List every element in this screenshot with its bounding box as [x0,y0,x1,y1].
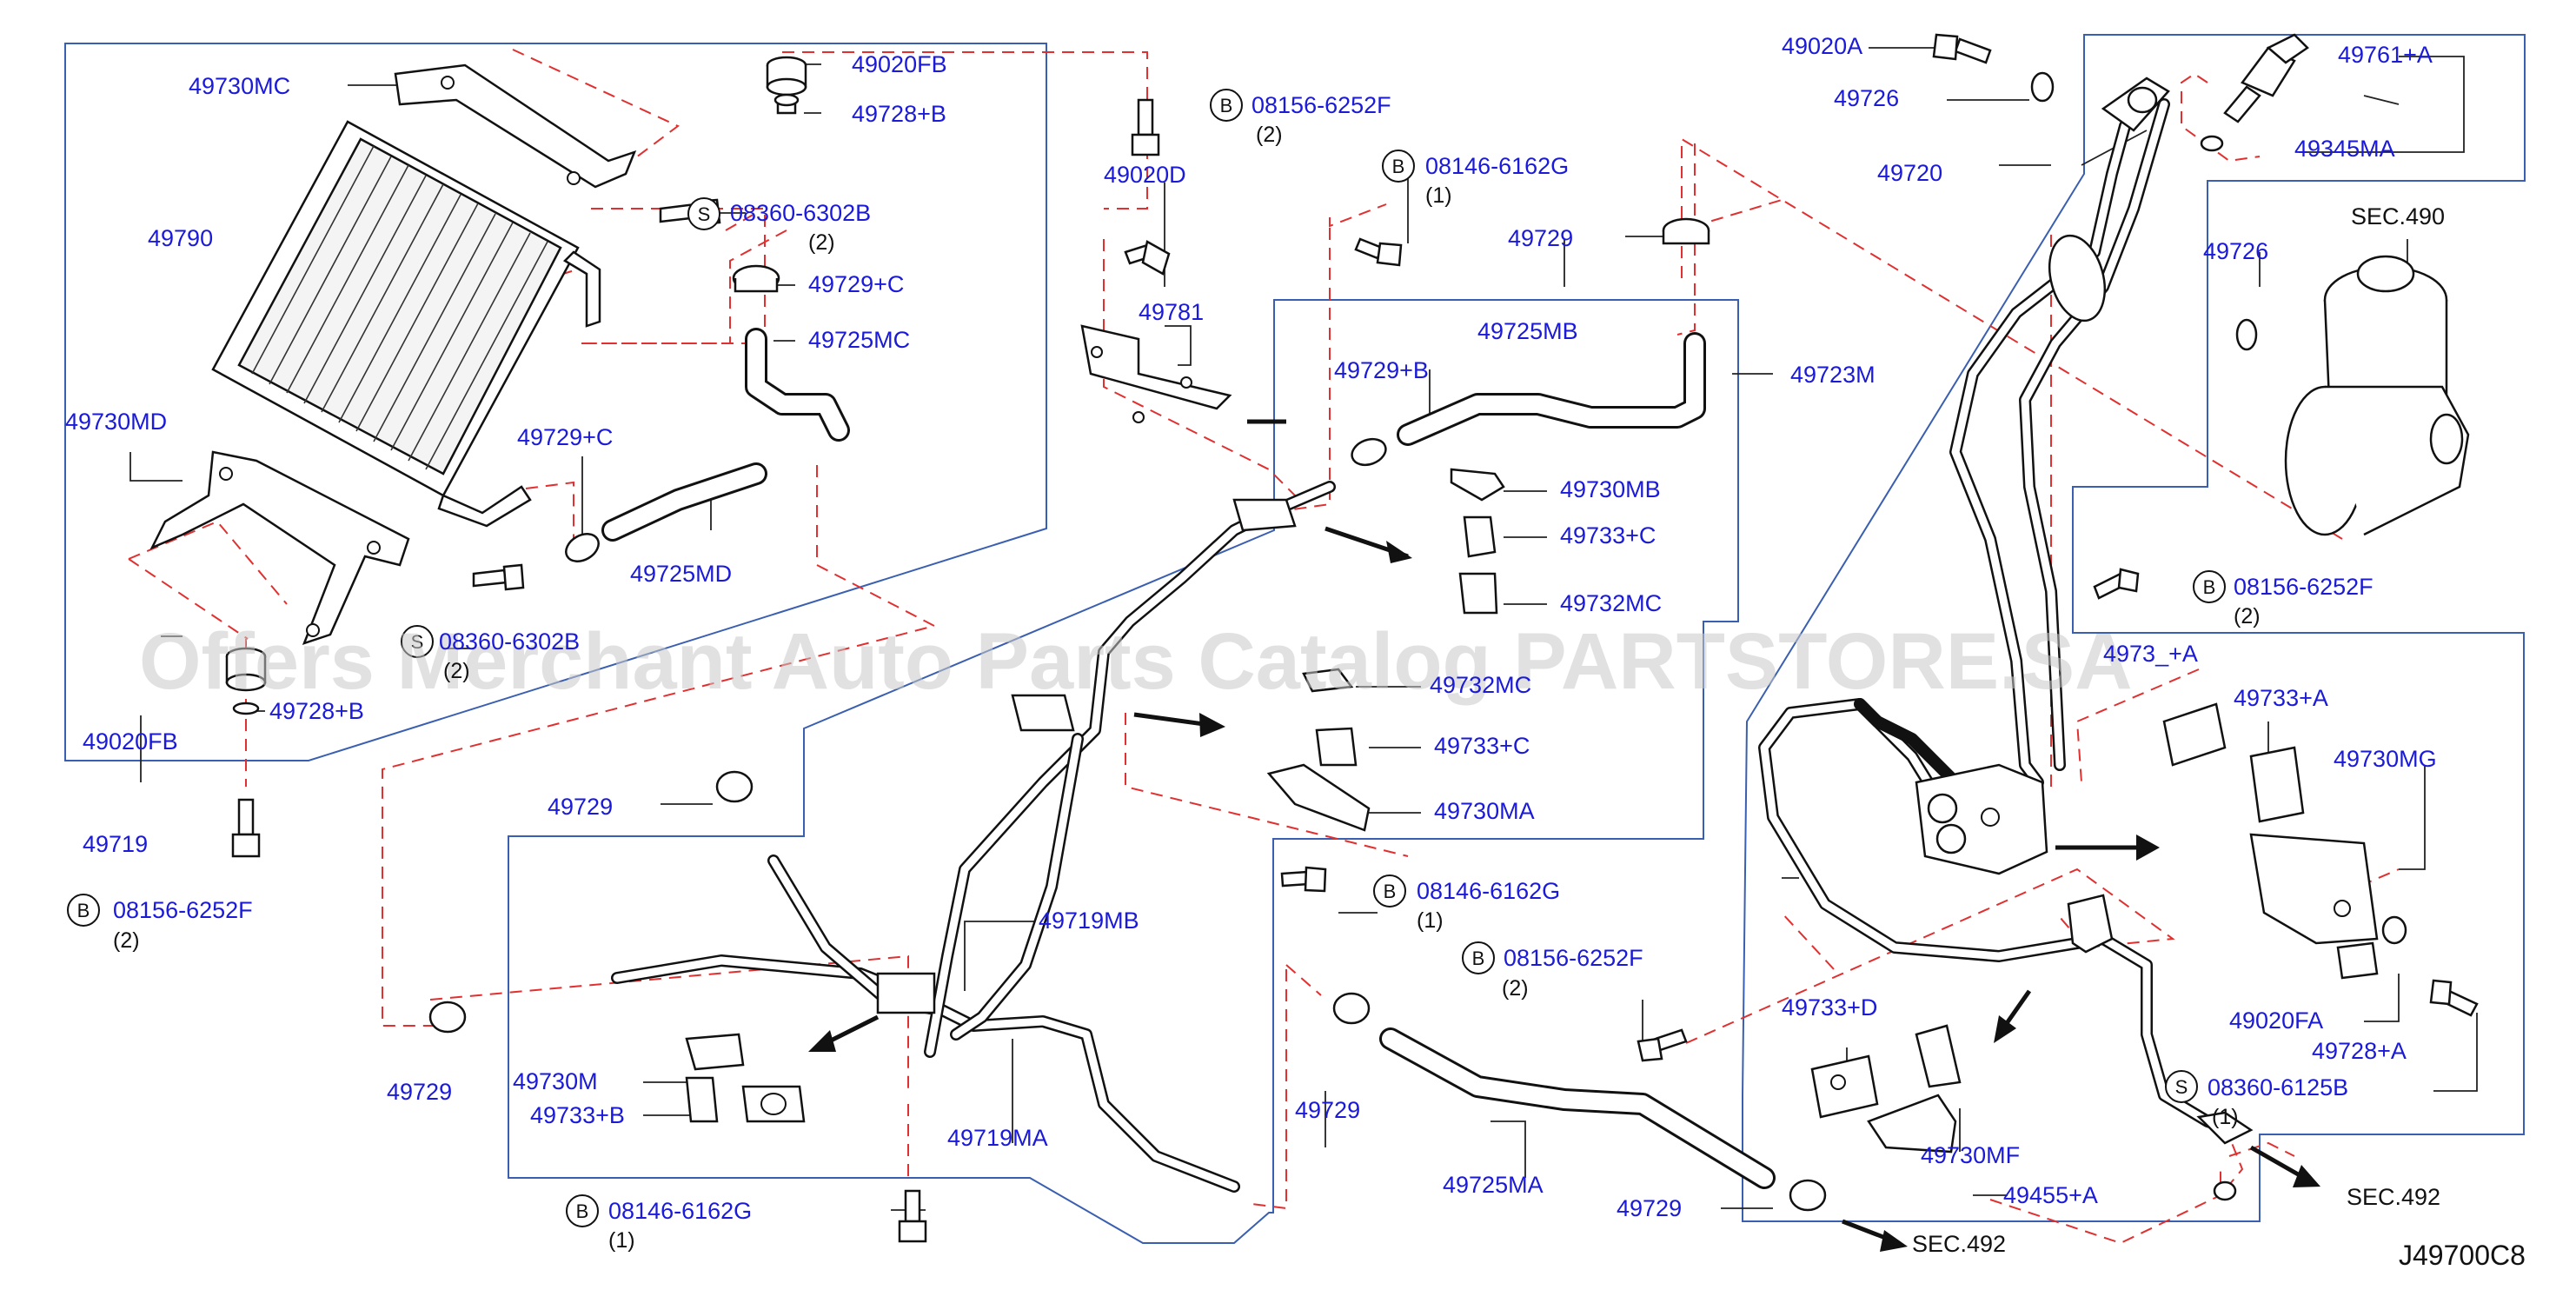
callout-49729-e[interactable]: 49729 [1617,1195,1682,1221]
oil-cooler-49790 [211,120,601,528]
bolt-symbol: B [2203,576,2216,598]
callout-49730MA[interactable]: 49730MA [1434,798,1535,824]
screw-symbol: S [2175,1076,2188,1098]
callout-49728A[interactable]: 49728+A [2312,1038,2407,1064]
callout-49726-b[interactable]: 49726 [2203,238,2268,264]
group-box-tube-assembly [508,299,1739,1244]
qty-08146-c: (1) [608,1228,635,1253]
group-boxes [64,34,2526,1244]
qty-08146-b: (1) [1417,908,1444,933]
diagram-code: J49700C8 [2399,1240,2526,1271]
bolt-symbol: B [1472,948,1485,969]
callout-49729-c[interactable]: 49729 [387,1079,452,1105]
callout-49725MA[interactable]: 49725MA [1443,1172,1544,1198]
callout-49730MD[interactable]: 49730MD [65,409,167,435]
callout-49020FB-top[interactable]: 49020FB [852,51,947,77]
qty-08360-a: (2) [808,230,835,255]
callout-49726-a[interactable]: 49726 [1834,85,1899,111]
callout-08146-6162G-a[interactable]: 08146-6162G [1425,153,1569,179]
hardware [225,33,2479,1243]
qty-08156-d: (2) [2234,604,2261,628]
screw-symbol: S [411,631,424,653]
callout-08146-6162G-c[interactable]: 08146-6162G [608,1198,752,1224]
callout-4973xA[interactable]: 4973_+A [2103,641,2198,667]
hose-clamps [428,217,1827,1212]
callout-49729C-2[interactable]: 49729+C [517,424,613,450]
callout-49728B-bottom[interactable]: 49728+B [269,698,364,724]
bolt-symbol: B [1384,881,1397,902]
callout-49725MC[interactable]: 49725MC [808,327,910,353]
group-box-pump-lines [1742,34,2526,1222]
callout-49020FA[interactable]: 49020FA [2229,1007,2323,1034]
qty-08156-c: (2) [1502,976,1529,1001]
callout-49733B[interactable]: 49733+B [530,1102,625,1128]
callout-49732MC[interactable]: 49732MC [1560,590,1662,616]
center-brackets [685,324,1505,1123]
callout-49730MF[interactable]: 49730MF [1921,1142,2020,1168]
callout-49761A[interactable]: 49761+A [2338,42,2433,68]
section-ref-sec492-b[interactable]: SEC.492 [2347,1184,2440,1210]
callout-49733C-b[interactable]: 49733+C [1434,733,1530,759]
qty-08146-a: (1) [1425,183,1452,208]
bracket-49730MD [149,450,410,646]
section-ref-sec490[interactable]: SEC.490 [2351,203,2445,229]
callout-49781[interactable]: 49781 [1139,299,1204,325]
qty-08360-c: (1) [2212,1105,2239,1129]
callout-49729C[interactable]: 49729+C [808,271,904,297]
callout-49733D[interactable]: 49733+D [1782,994,1877,1021]
callout-49020A[interactable]: 49020A [1782,33,1862,59]
callout-49729-b[interactable]: 49729 [548,794,613,820]
bolt-symbol: B [77,900,90,921]
callout-08156-6252F-b[interactable]: 08156-6252F [1251,92,1391,118]
callout-49729B[interactable]: 49729+B [1334,357,1429,383]
hoses [601,328,1776,1189]
qty-08156-a: (2) [113,928,140,953]
callout-08156-6252F-c[interactable]: 08156-6252F [1504,945,1643,971]
callout-49725MB[interactable]: 49725MB [1477,318,1578,344]
section-ref-sec492-a[interactable]: SEC.492 [1912,1231,2006,1257]
leader-lines [129,47,2478,1211]
callout-labels: 49730MC 49020FB 49728+B 49790 08360-6302… [65,33,2445,1257]
screw-symbol: S [698,203,711,225]
callout-49020D[interactable]: 49020D [1104,162,1186,188]
callout-49719MA[interactable]: 49719MA [947,1125,1048,1151]
callout-08360-6302B-a[interactable]: 08360-6302B [730,200,871,226]
direction-arrows [808,419,2320,1252]
group-box-oil-cooler [64,43,1047,761]
callout-49730MG[interactable]: 49730MG [2334,746,2437,772]
callout-49729-d[interactable]: 49729 [1295,1097,1360,1123]
callout-49725MD[interactable]: 49725MD [630,561,732,587]
callout-08360-6125B[interactable]: 08360-6125B [2208,1074,2348,1100]
callout-49732MC-2[interactable]: 49732MC [1430,672,1531,698]
bolt-symbol: B [1220,95,1233,116]
callout-08156-6252F-a[interactable]: 08156-6252F [113,897,253,923]
watermark-text: Offers Merchant Auto Parts Catalog PARTS… [139,617,2133,706]
callout-49455A[interactable]: 49455+A [2003,1182,2098,1208]
callout-49730M[interactable]: 49730M [513,1068,598,1094]
bracket-49730MC [394,63,637,189]
qty-08360-b: (2) [443,659,470,683]
callout-49730MB[interactable]: 49730MB [1560,476,1661,502]
callout-49720[interactable]: 49720 [1877,160,1942,186]
callout-49728B-top[interactable]: 49728+B [852,101,946,127]
symbol-circles: S S B B B B B B B S [67,89,2226,1227]
callout-49345MA[interactable]: 49345MA [2294,136,2395,162]
callout-49719MB[interactable]: 49719MB [1039,908,1139,934]
callout-49733C-a[interactable]: 49733+C [1560,522,1656,549]
callout-49020FB-bottom[interactable]: 49020FB [83,728,178,755]
callout-49790[interactable]: 49790 [148,225,213,251]
callout-49719[interactable]: 49719 [83,831,148,857]
qty-08156-b: (2) [1256,123,1283,147]
callout-49729-a[interactable]: 49729 [1508,225,1573,251]
right-parts [1810,33,2470,1154]
callout-49730MC[interactable]: 49730MC [189,73,290,99]
callout-08156-6252F-d[interactable]: 08156-6252F [2234,574,2374,600]
bolt-symbol: B [1392,156,1405,177]
callout-08146-6162G-b[interactable]: 08146-6162G [1417,878,1560,904]
bolt-symbol: B [576,1200,589,1222]
callout-49733A[interactable]: 49733+A [2234,685,2328,711]
callout-08360-6302B-b[interactable]: 08360-6302B [439,628,580,655]
callout-49723M[interactable]: 49723M [1790,362,1876,388]
